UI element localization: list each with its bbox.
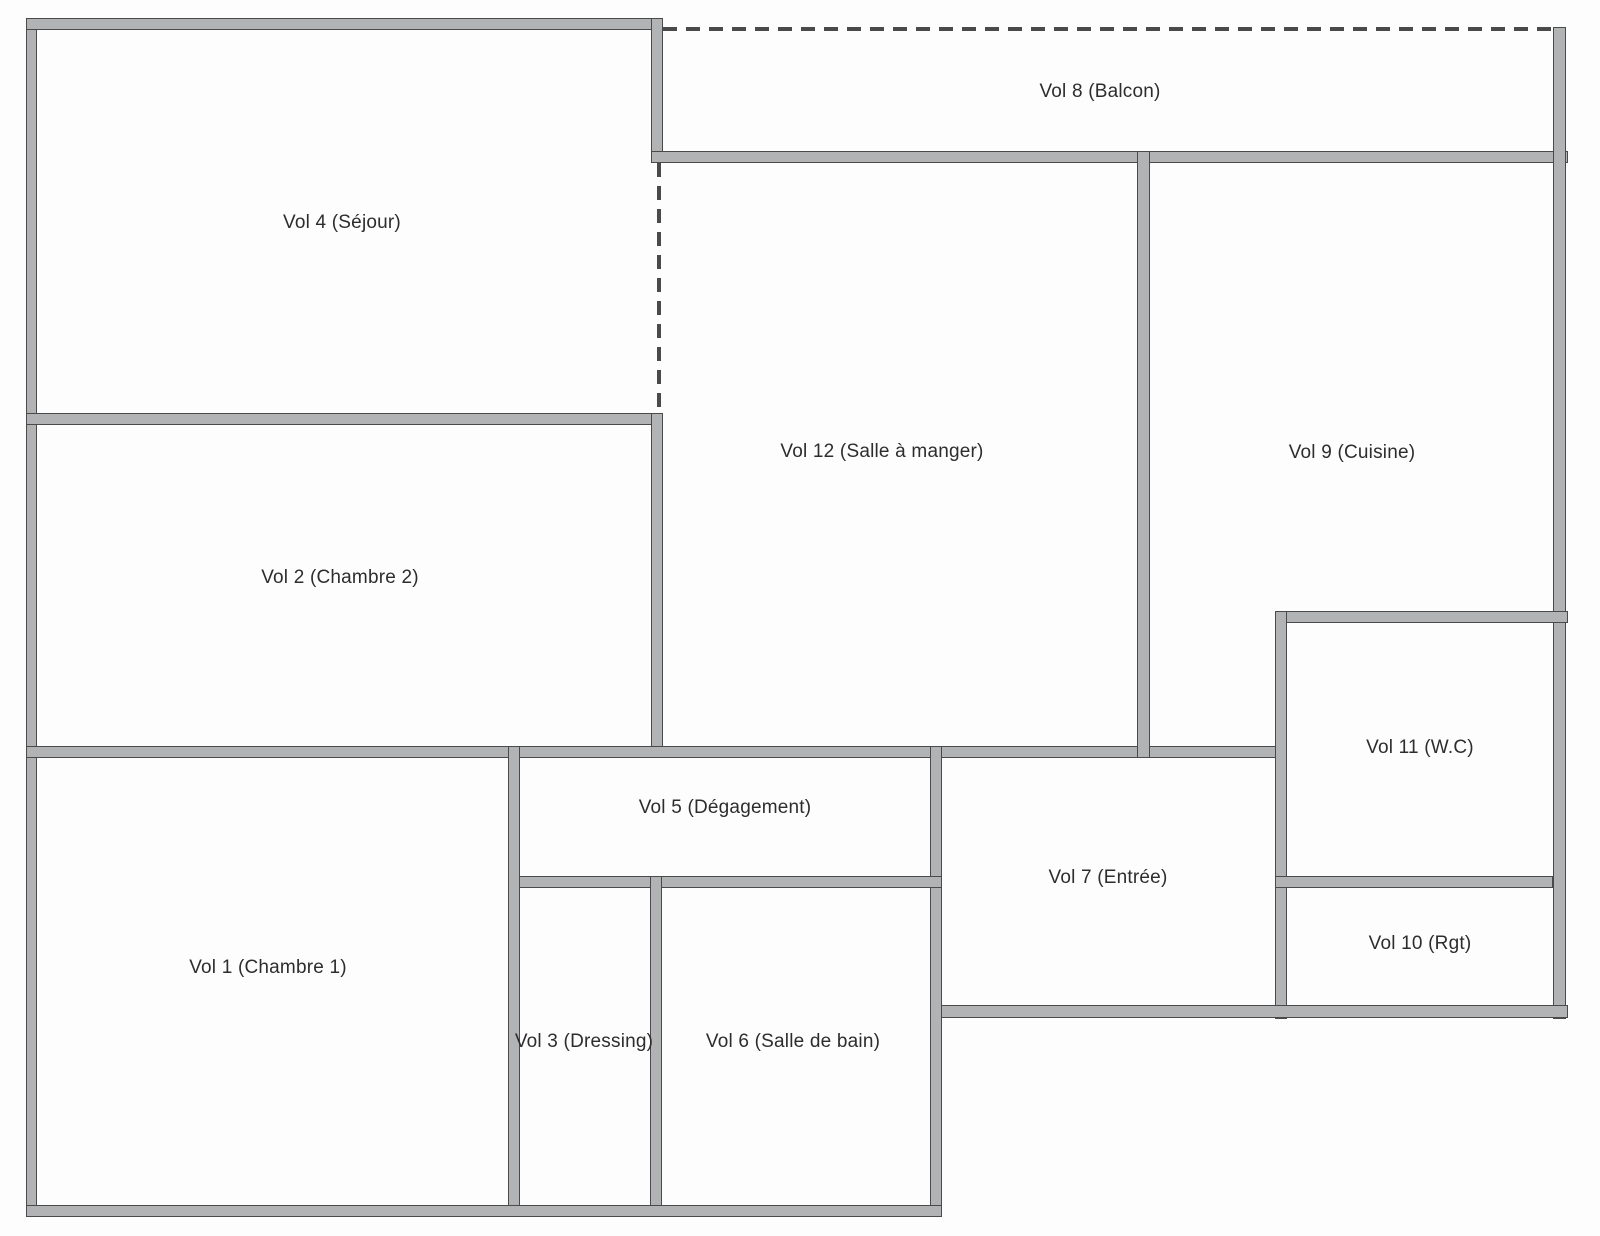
left-outer-wall — [26, 18, 37, 1217]
cuisine-left-wall — [1137, 151, 1150, 758]
main-horizontal-wall — [26, 746, 1287, 758]
wc-rgt-divider-wall — [1275, 876, 1553, 888]
wc-left-wall — [1275, 611, 1287, 1019]
sejour-chambre2-wall — [26, 413, 663, 425]
sejour-step-wall — [651, 18, 663, 163]
room-label-vol3: Vol 3 (Dressing) — [514, 1031, 654, 1052]
chambre2-right-wall — [651, 413, 663, 758]
right-outer-wall — [1553, 27, 1566, 1019]
bottom-outer-wall — [26, 1205, 942, 1217]
room-label-vol7: Vol 7 (Entrée) — [1048, 867, 1168, 888]
room-label-vol9: Vol 9 (Cuisine) — [1288, 442, 1416, 463]
bath-right-wall — [930, 746, 942, 1217]
room-label-vol12: Vol 12 (Salle à manger) — [780, 441, 984, 462]
wc-top-wall — [1275, 611, 1568, 623]
room-label-vol6: Vol 6 (Salle de bain) — [705, 1031, 881, 1052]
entree-bottom-wall — [930, 1005, 1568, 1018]
room-label-vol4: Vol 4 (Séjour) — [283, 212, 401, 233]
balcony-bottom-wall — [651, 151, 1568, 163]
room-label-vol8: Vol 8 (Balcon) — [1039, 81, 1161, 102]
room-label-vol1: Vol 1 (Chambre 1) — [189, 957, 347, 978]
top-outer-wall — [26, 18, 663, 30]
room-label-vol5: Vol 5 (Dégagement) — [638, 797, 812, 818]
room-label-vol2: Vol 2 (Chambre 2) — [261, 567, 419, 588]
room-label-vol11: Vol 11 (W.C) — [1366, 737, 1474, 758]
degagement-bottom-wall — [508, 876, 942, 888]
room-label-vol10: Vol 10 (Rgt) — [1368, 933, 1472, 954]
chambre1-right-wall — [508, 746, 520, 1217]
